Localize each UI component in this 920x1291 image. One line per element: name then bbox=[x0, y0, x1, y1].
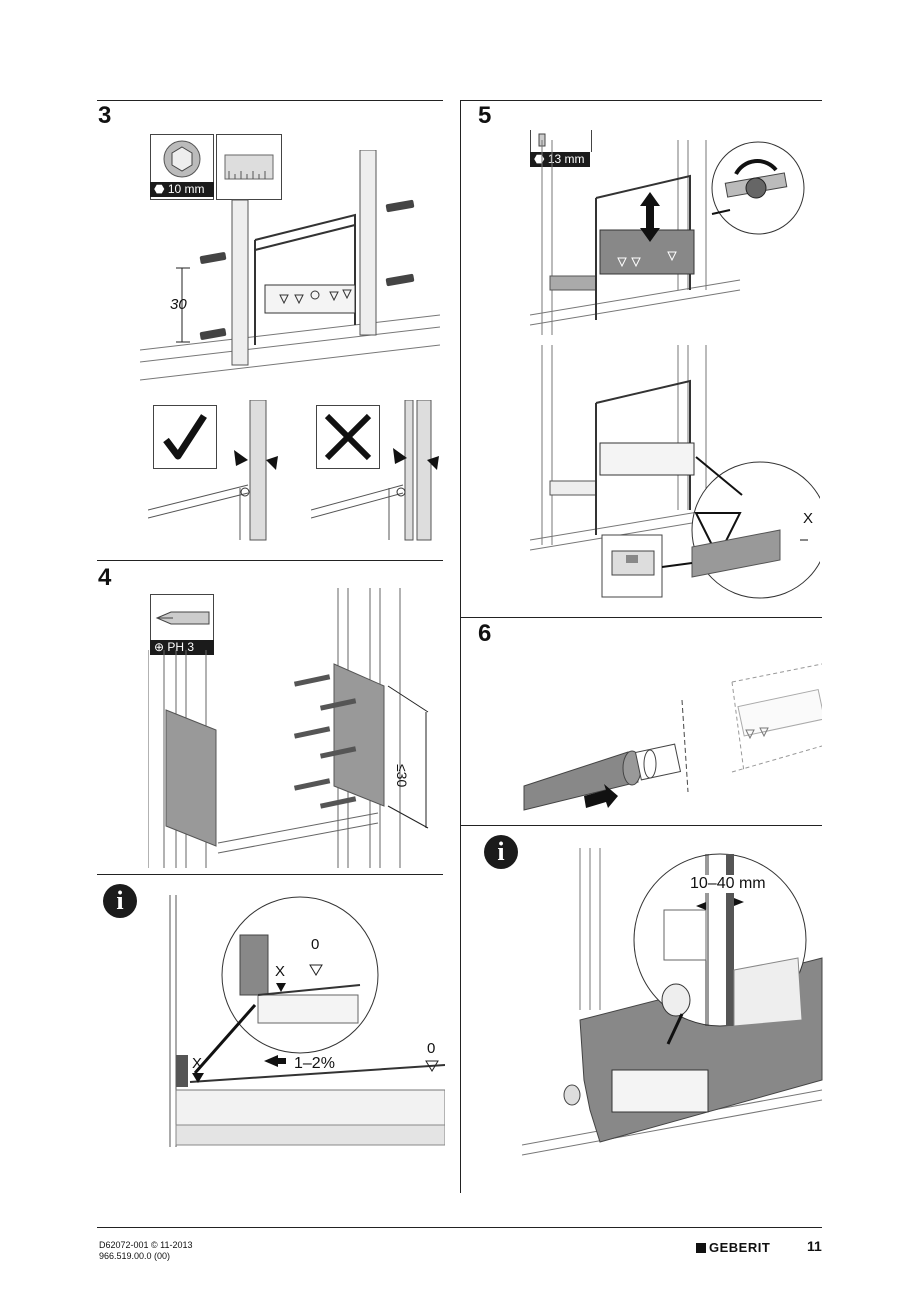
rule-footer bbox=[97, 1227, 822, 1228]
check-panel bbox=[153, 405, 217, 469]
check-icon bbox=[163, 414, 207, 460]
cross-icon bbox=[324, 413, 372, 461]
step4-tool-label: ⊕ PH 3 bbox=[150, 640, 214, 655]
info-slope-label: 1–2% bbox=[294, 1055, 335, 1072]
correct-stud-detail bbox=[148, 400, 278, 541]
rule-info-left bbox=[97, 874, 443, 875]
info-icon-right: i bbox=[484, 835, 518, 869]
step3-tool-label: ⬣ 10 mm bbox=[150, 182, 214, 197]
info-icon-left: i bbox=[103, 884, 137, 918]
brand-mark-icon bbox=[696, 1243, 706, 1253]
info-zoom-x-label: X bbox=[275, 963, 286, 980]
footer-doc-code: D62072-001 © 11-2013 bbox=[99, 1240, 193, 1250]
step5-gap-label: X bbox=[803, 510, 814, 527]
wrong-stud-detail bbox=[311, 400, 439, 541]
step5-tool-label: ⬣ 13 mm bbox=[530, 152, 590, 167]
step3-dimension-label: 30 bbox=[170, 296, 187, 313]
step3-tool-ruler bbox=[216, 134, 282, 200]
column-divider bbox=[460, 100, 461, 1193]
hex-socket-icon bbox=[163, 140, 201, 178]
step-number-3: 3 bbox=[98, 102, 112, 129]
brand-logo: GEBERIT bbox=[696, 1240, 770, 1255]
cross-panel bbox=[316, 405, 380, 469]
step5-adjust-illustration bbox=[530, 140, 805, 335]
step5-level-illustration bbox=[530, 345, 820, 599]
rule-info-right bbox=[460, 825, 822, 826]
info-floor-section bbox=[169, 895, 445, 1147]
step4-dimension-label: ≤30 bbox=[394, 764, 410, 788]
info-wall-board-illustration bbox=[522, 848, 823, 1156]
ruler-icon bbox=[224, 154, 274, 180]
rule-top-right bbox=[460, 100, 822, 101]
step-number-6: 6 bbox=[478, 620, 492, 647]
rule-top-left bbox=[97, 100, 443, 101]
info-x-marker-label: X bbox=[192, 1055, 203, 1072]
step4-backing-board-illustration bbox=[148, 588, 429, 868]
page-number: 11 bbox=[807, 1238, 822, 1254]
info-zero-marker-label: 0 bbox=[427, 1040, 436, 1057]
footer-article-number: 966.519.00.0 (00) bbox=[99, 1251, 171, 1261]
info-zoom-zero-label: 0 bbox=[311, 936, 320, 953]
step6-pipe-illustration bbox=[523, 663, 822, 811]
step-number-5: 5 bbox=[478, 102, 492, 129]
rule-step4 bbox=[97, 560, 443, 561]
step-number-4: 4 bbox=[98, 564, 112, 591]
phillips-screwdriver-icon bbox=[155, 611, 210, 625]
step3-frame-illustration bbox=[140, 150, 440, 381]
rule-step6 bbox=[460, 617, 822, 618]
info-gap-range-label: 10–40 mm bbox=[688, 875, 768, 893]
